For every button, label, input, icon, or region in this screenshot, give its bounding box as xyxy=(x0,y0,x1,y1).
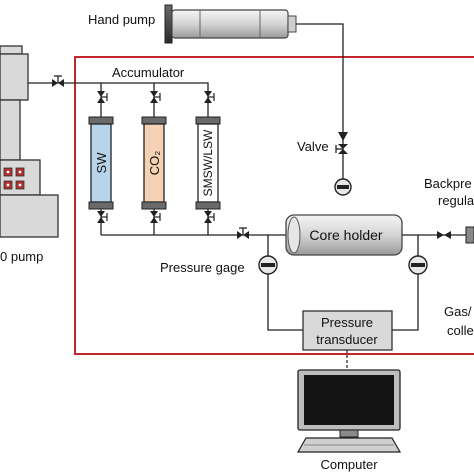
right-pressure-gauge-icon xyxy=(408,255,428,275)
accumulator-label: Accumulator xyxy=(112,65,185,80)
left-pressure-gauge-icon xyxy=(258,255,278,275)
gas-collector-label-line2: colle xyxy=(447,323,474,338)
core-holder xyxy=(285,214,403,256)
accumulator-top-valves-icon xyxy=(97,91,215,103)
core-holder-label: Core holder xyxy=(309,227,382,243)
co2-cylinder: CO₂ xyxy=(141,116,167,210)
hand-pump-line xyxy=(296,23,344,187)
backpressure-regulator xyxy=(465,226,474,244)
transducer-label-line2: transducer xyxy=(316,332,378,347)
computer-label: Computer xyxy=(320,457,378,472)
smsw-lsw-cylinder-label: SMSW/LSW xyxy=(201,129,215,196)
accumulator-bank: SW CO₂ SMSW/LSW xyxy=(88,83,286,236)
outlet-arrow-icon xyxy=(437,231,444,239)
gas-collector-label-line1: Gas/ xyxy=(444,304,472,319)
system-boundary-frame xyxy=(74,56,474,355)
hand-pump-label: Hand pump xyxy=(88,12,155,27)
backpressure-label-line2: regula xyxy=(438,193,474,208)
outlet-valve-icon xyxy=(444,231,451,239)
inlet-valve-icon xyxy=(237,227,249,239)
backpressure-label-line1: Backpre xyxy=(424,176,472,191)
top-pressure-gauge-icon xyxy=(334,178,352,196)
indicator-lights-icon xyxy=(3,167,25,190)
smsw-lsw-cylinder: SMSW/LSW xyxy=(195,116,221,210)
valve-icon xyxy=(335,144,348,154)
transducer-label-line1: Pressure xyxy=(321,315,373,330)
isco-pump xyxy=(0,45,59,238)
isco-pump-label: 0 pump xyxy=(0,249,43,264)
hand-pump xyxy=(164,4,297,44)
sw-cylinder: SW xyxy=(88,116,114,210)
co2-cylinder-label: CO₂ xyxy=(147,151,162,176)
pressure-gage-label: Pressure gage xyxy=(160,260,245,275)
flow-arrow-icon xyxy=(338,132,348,141)
computer-icon xyxy=(296,369,402,453)
accumulator-bottom-valves-icon xyxy=(97,211,215,223)
valve-label: Valve xyxy=(297,139,329,154)
sw-cylinder-label: SW xyxy=(94,152,109,174)
pump-outlet-valve-icon xyxy=(52,75,64,87)
